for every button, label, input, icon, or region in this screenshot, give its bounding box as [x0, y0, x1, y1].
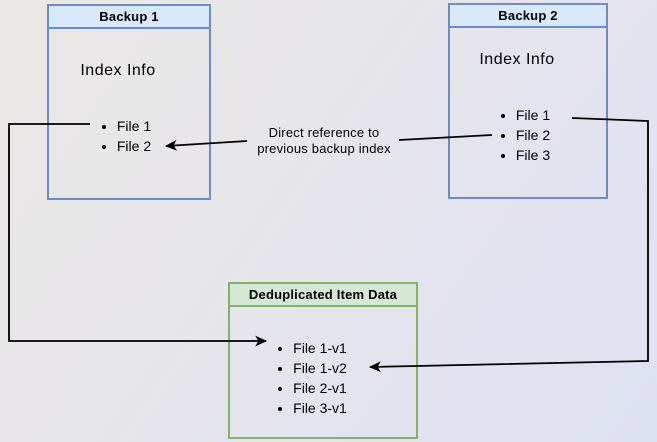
node-backup-2: Backup 2 Index Info File 1File 2File 3	[448, 3, 608, 199]
node-backup-1-title: Backup 1	[49, 6, 209, 29]
edge-label-line-2: previous backup index	[257, 141, 391, 156]
node-backup-1: Backup 1 Index Info File 1File 2	[47, 4, 211, 200]
dedup-file-list: File 1-v1File 1-v2File 2-v1File 3-v1	[275, 338, 347, 418]
list-item: File 1-v1	[293, 338, 347, 358]
list-item: File 2	[117, 136, 151, 156]
list-item: File 3	[516, 145, 550, 165]
list-item: File 2	[516, 125, 550, 145]
list-item: File 2-v1	[293, 378, 347, 398]
node-deduplicated-item-data: Deduplicated Item Data File 1-v1File 1-v…	[228, 282, 418, 439]
node-dedup-body: File 1-v1File 1-v2File 2-v1File 3-v1	[230, 307, 416, 437]
node-backup-2-body: Index Info File 1File 2File 3	[450, 28, 606, 197]
backup-2-file-list: File 1File 2File 3	[498, 105, 550, 165]
backup-1-file-list: File 1File 2	[99, 116, 151, 156]
index-info-label: Index Info	[80, 61, 156, 79]
list-item: File 3-v1	[293, 398, 347, 418]
node-dedup-title: Deduplicated Item Data	[230, 284, 416, 307]
list-item: File 1	[117, 116, 151, 136]
list-item: File 1	[516, 105, 550, 125]
edge-label-line-1: Direct reference to	[268, 125, 380, 140]
list-item: File 1-v2	[293, 358, 347, 378]
edge-label-direct-reference: Direct reference to previous backup inde…	[243, 125, 405, 157]
node-backup-2-title: Backup 2	[450, 5, 606, 28]
index-info-label: Index Info	[479, 50, 555, 68]
node-backup-1-body: Index Info File 1File 2	[49, 29, 209, 198]
